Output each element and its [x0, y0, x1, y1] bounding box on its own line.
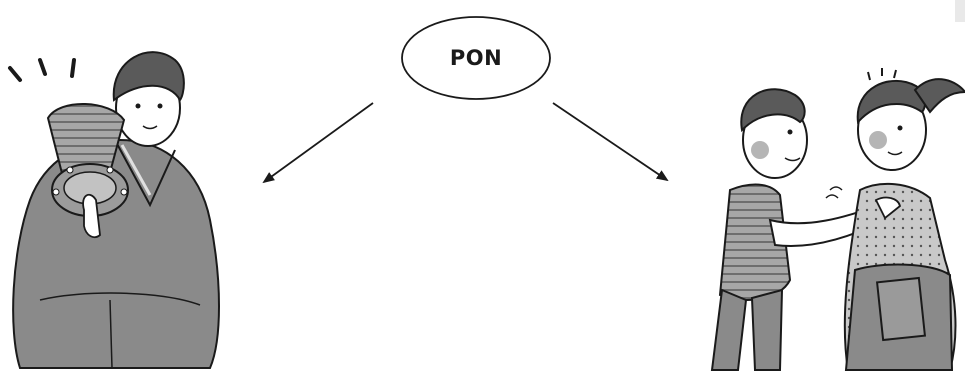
center-node-label: PON — [449, 46, 503, 70]
edge-scroll-mark — [955, 0, 965, 22]
center-node-ellipse — [401, 16, 551, 100]
man-in-kimono-with-drum-icon — [8, 51, 220, 369]
boy-tapping-girl-shoulder-icon — [710, 68, 965, 371]
arrow-to-right — [552, 102, 669, 182]
arrow-to-left — [262, 102, 374, 184]
